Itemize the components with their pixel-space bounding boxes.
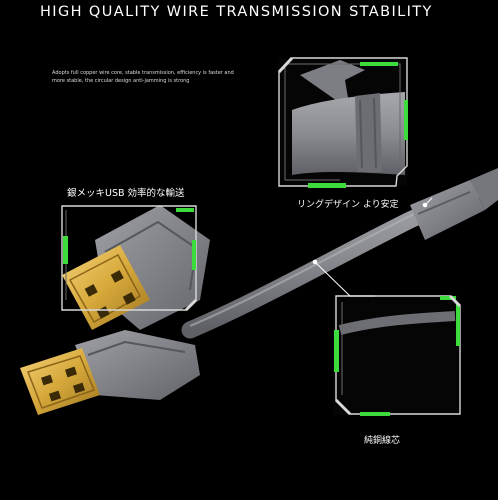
- main-cable: [181, 171, 498, 339]
- detail-frame-copper: [333, 294, 462, 416]
- label-ring-design: リングデザイン より安定: [297, 200, 399, 210]
- usb-plug-lower: [20, 330, 200, 415]
- headline: HIGH QUALITY WIRE TRANSMISSION STABILITY: [40, 4, 433, 20]
- label-pure-copper: 純銅線芯: [364, 436, 401, 446]
- detail-frame-ring: [277, 56, 408, 188]
- usb-plug-upper: [62, 205, 210, 330]
- ferrite-ring: [410, 168, 498, 240]
- label-silver-plated: 銀メッキUSB 効率的な輸送: [67, 188, 185, 199]
- pointer-lines: [312, 197, 433, 297]
- detail-frame-plug: [61, 205, 198, 312]
- description-text: Adopts full copper wire core, stable tra…: [52, 70, 234, 84]
